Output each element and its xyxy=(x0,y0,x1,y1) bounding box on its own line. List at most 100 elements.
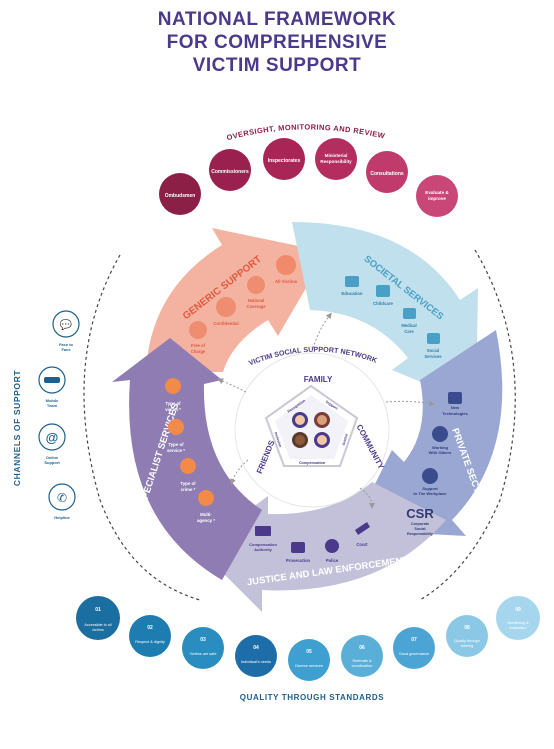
title-line-3: VICTIM SUPPORT xyxy=(192,55,362,76)
standard-item-02[interactable]: 02 Respect & dignity xyxy=(129,615,171,657)
channel-helpline[interactable]: ✆ Helpline xyxy=(48,483,76,520)
oversight-item-commissioners[interactable]: Commissioners xyxy=(209,149,251,191)
generic-item-confidential[interactable]: Confidential xyxy=(213,297,239,326)
specialist-item-multi-agency[interactable]: Multi- agency * xyxy=(197,490,215,523)
standard-item-01[interactable]: 01 Accessible to all victims xyxy=(76,596,120,640)
map-pin-icon xyxy=(247,276,265,294)
generic-item-free-of-charge[interactable]: Free of Charge xyxy=(189,321,207,354)
specialist-item-type-of-service[interactable]: Type of service * xyxy=(167,419,185,453)
sector-justice-shape xyxy=(198,482,446,612)
channel-face-to-face[interactable]: 💬 Face to Face xyxy=(52,310,80,352)
generic-item-label-national-1: National xyxy=(248,298,265,303)
channel-online-support[interactable]: @ Online Support xyxy=(38,423,66,465)
police-officer-icon xyxy=(325,539,339,553)
private-item-csr[interactable]: CSR Corporate Social Responsibility xyxy=(406,506,434,536)
gavel-icon xyxy=(355,522,370,535)
csr-logo: CSR xyxy=(406,506,434,521)
justice-item-prosecution[interactable]: Prosecution xyxy=(286,542,311,563)
justice-item-court[interactable]: Court xyxy=(355,522,370,547)
at-sign-icon: @ xyxy=(46,430,59,445)
societal-item-label-social-1: Social xyxy=(427,348,439,353)
standard-label: Victims are safe xyxy=(190,652,217,656)
outer-dashed-arc-right xyxy=(419,249,516,601)
standard-label-01b: victims xyxy=(92,628,104,632)
channel-label: Helpline xyxy=(54,515,70,520)
societal-item-social-services[interactable]: Social Services xyxy=(424,333,442,359)
csr-label-1: Corporate xyxy=(411,522,429,526)
standard-item-03[interactable]: 03 Victims are safe xyxy=(182,627,224,669)
book-icon xyxy=(345,276,359,287)
specialist-item-label-crime-2: crime * xyxy=(181,487,196,492)
oversight-heading: OVERSIGHT, MONITORING AND REVIEW xyxy=(226,122,387,142)
specialist-item-label-multi-2: agency * xyxy=(197,518,215,523)
standard-label: Respect & dignity xyxy=(135,640,165,644)
oversight-item-ombudsmen[interactable]: Ombudsmen xyxy=(159,173,201,215)
societal-item-label: Childcare xyxy=(373,301,394,306)
societal-item-label-medical-2: Care xyxy=(404,329,414,334)
private-item-support-workplace[interactable]: Support In The Workplace xyxy=(413,468,447,496)
standard-number: 05 xyxy=(306,649,312,655)
oversight-label-evaluate-1: Evaluate & xyxy=(425,190,449,195)
societal-item-childcare[interactable]: Childcare xyxy=(373,285,394,306)
justice-item-police[interactable]: Police xyxy=(325,539,339,563)
standard-label: Diverse services xyxy=(295,664,323,668)
crime-icon xyxy=(180,458,196,474)
title-line-2: FOR COMPREHENSIVE xyxy=(166,32,388,53)
standard-number: 01 xyxy=(95,607,101,613)
channel-label-mobile-1: Mobile xyxy=(46,398,59,403)
standard-item-06[interactable]: 06 Referrals & coordination xyxy=(341,635,383,677)
justice-item-label: Prosecution xyxy=(286,558,311,563)
standard-item-04[interactable]: 04 Individual's needs xyxy=(235,635,277,677)
specialist-item-type-of-crime[interactable]: Type of crime * xyxy=(180,458,196,492)
sector-private-shape xyxy=(352,330,503,536)
societal-item-label: Education xyxy=(341,291,363,296)
private-item-label-working-2: With Others xyxy=(429,450,452,455)
oversight-item-evaluate[interactable]: Evaluate & improve xyxy=(416,175,458,217)
private-item-working-with-others[interactable]: Working With Others xyxy=(429,426,452,455)
oversight-label-ministerial-1: Ministerial xyxy=(325,153,348,158)
generic-item-label: Confidential xyxy=(213,321,238,326)
standard-item-05[interactable]: 05 Diverse services xyxy=(288,639,330,681)
standard-label-09b: evaluation xyxy=(509,626,526,630)
pentagon-compensation: Compensation xyxy=(299,461,326,465)
oversight-item-ministerial[interactable]: Ministerial Responsibility xyxy=(315,138,357,180)
standard-number: 08 xyxy=(464,625,470,631)
societal-item-medical-care[interactable]: Medical Care xyxy=(401,308,417,334)
briefcase-icon xyxy=(291,542,305,553)
car-icon xyxy=(44,377,60,383)
channels-heading: CHANNELS OF SUPPORT xyxy=(12,370,22,486)
standard-label-06b: coordination xyxy=(352,664,373,668)
channel-label-online-1: Online xyxy=(46,455,59,460)
private-item-label-support-2: In The Workplace xyxy=(413,491,447,496)
generic-item-label-free-2: Charge xyxy=(191,349,206,354)
justice-item-compensation[interactable]: Compensation Authority xyxy=(249,526,277,552)
pentagon-inclusion: Inclusion xyxy=(274,432,283,448)
oversight-label: Ombudsmen xyxy=(165,193,196,199)
heart-plus-icon xyxy=(168,419,184,435)
standard-number: 04 xyxy=(253,645,259,651)
people-icon xyxy=(276,255,296,275)
workplace-icon xyxy=(422,468,438,484)
generic-item-all-victims[interactable]: All Victims xyxy=(275,255,298,284)
private-item-label-new-1: New xyxy=(451,405,460,410)
network-icon xyxy=(198,490,214,506)
victims-people-icon xyxy=(292,412,330,448)
standard-item-08[interactable]: 08 Quality through training xyxy=(446,615,488,657)
specialist-item-type-of-victim[interactable]: Type of victim * xyxy=(165,378,181,412)
societal-item-education[interactable]: Education xyxy=(341,276,363,296)
generic-item-national-coverage[interactable]: National Coverage xyxy=(246,276,266,309)
oversight-item-consultations[interactable]: Consultations xyxy=(366,151,408,193)
channel-mobile-team[interactable]: Mobile Team xyxy=(38,366,66,408)
standard-item-07[interactable]: 07 Good governance xyxy=(393,627,435,669)
standard-label: Individual's needs xyxy=(241,660,271,664)
pentagon-support: Support xyxy=(325,400,339,411)
standard-label-01: Accessible to all xyxy=(84,623,111,627)
team-icon xyxy=(432,426,448,442)
standard-item-09[interactable]: 09 Monitoring & evaluation xyxy=(496,596,540,640)
oversight-item-inspectorates[interactable]: Inspectorates xyxy=(263,138,305,180)
justice-item-label: Police xyxy=(326,558,339,563)
private-item-label-support-1: Support xyxy=(422,486,438,491)
private-item-new-technologies[interactable]: New Technologies xyxy=(442,392,469,416)
generic-item-label-free-1: Free of xyxy=(191,343,206,348)
standard-label-06: Referrals & xyxy=(353,659,372,663)
